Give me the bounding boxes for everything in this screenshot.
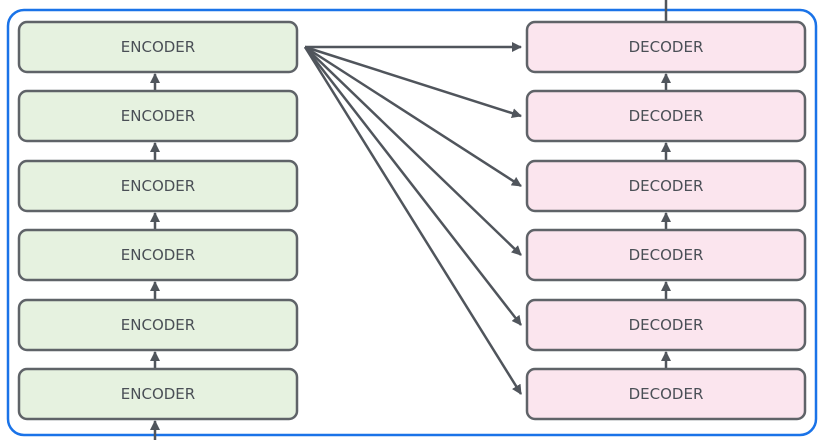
decoder-label: DECODER [629, 385, 704, 403]
encoder-label: ENCODER [121, 177, 195, 195]
encoder-to-decoder-arrow [304, 45, 522, 119]
encoder-label: ENCODER [121, 107, 195, 125]
decoder-label: DECODER [629, 107, 704, 125]
encoder-label: ENCODER [121, 385, 195, 403]
arrows-layer [150, 0, 671, 440]
decoder-block: DECODER [525, 20, 807, 74]
encoder-to-decoder-arrow [304, 46, 522, 256]
encoder-label: ENCODER [121, 38, 195, 56]
encoder-to-decoder-arrow [303, 46, 523, 395]
decoder-block: DECODER [525, 298, 807, 352]
decoder-block: DECODER [525, 228, 807, 282]
encoder-label: ENCODER [121, 316, 195, 334]
stack-container [6, 8, 818, 437]
decoder-label: DECODER [629, 316, 704, 334]
decoder-label: DECODER [629, 177, 704, 195]
decoder-block: DECODER [525, 367, 807, 421]
encoder-block: ENCODER [17, 228, 299, 282]
encoder-block: ENCODER [17, 298, 299, 352]
encoder-to-decoder-arrow [304, 45, 522, 188]
encoder-block: ENCODER [17, 89, 299, 143]
decoder-stack: DECODER DECODER DECODER DECODER DECODER … [525, 20, 807, 421]
encoder-block: ENCODER [17, 159, 299, 213]
encoder-block: ENCODER [17, 367, 299, 421]
encoder-label: ENCODER [121, 246, 195, 264]
decoder-label: DECODER [629, 38, 704, 56]
encoder-stack: ENCODER ENCODER ENCODER ENCODER ENCODER … [17, 20, 299, 421]
decoder-label: DECODER [629, 246, 704, 264]
encoder-block: ENCODER [17, 20, 299, 74]
decoder-block: DECODER [525, 159, 807, 213]
encoder-to-decoder-arrow [304, 46, 522, 326]
decoder-block: DECODER [525, 89, 807, 143]
